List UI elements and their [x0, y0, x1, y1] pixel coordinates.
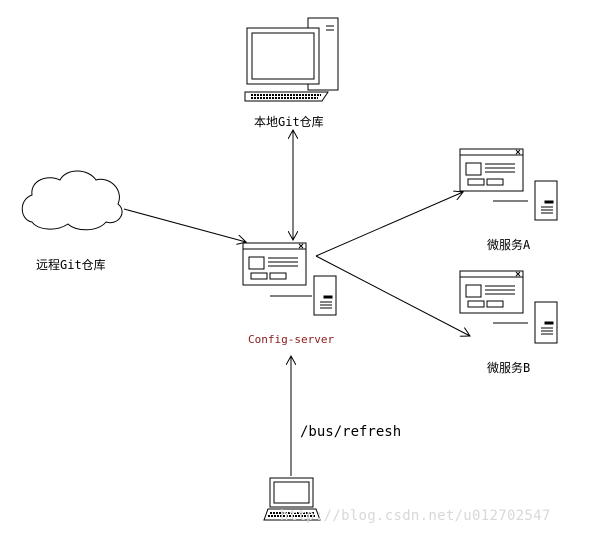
- config-to-service-a-arrow: [315, 192, 463, 257]
- laptop-icon: [263, 477, 321, 521]
- service-b-label: 微服务B: [487, 361, 531, 375]
- desktop-computer-icon: [244, 17, 339, 102]
- service-a-icon: [459, 148, 558, 221]
- config-to-service-b-arrow: [315, 255, 470, 336]
- remote-to-config-arrow: [123, 208, 246, 242]
- config-server-label: Config-server: [248, 333, 335, 346]
- local-repo-label: 本地Git仓库: [254, 115, 324, 129]
- watermark: http://blog.csdn.net/u012702547: [280, 508, 551, 524]
- service-a-label: 微服务A: [487, 238, 531, 252]
- refresh-endpoint-label: /bus/refresh: [300, 424, 402, 440]
- remote-repo-label: 远程Git仓库: [36, 258, 106, 272]
- config-server-icon: [242, 242, 337, 316]
- cloud-icon: [21, 170, 123, 231]
- service-b-icon: [459, 270, 558, 344]
